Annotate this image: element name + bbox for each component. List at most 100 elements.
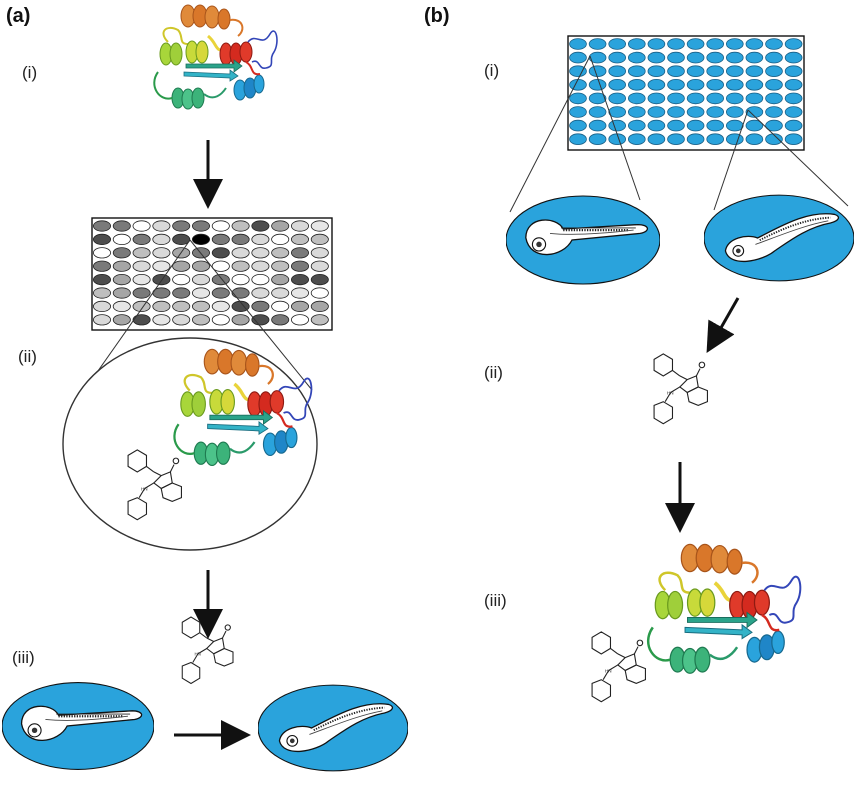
- well: [706, 38, 724, 50]
- well: [647, 133, 666, 146]
- well: [784, 51, 803, 64]
- well: [725, 133, 744, 146]
- well: [310, 220, 329, 232]
- well: [667, 65, 685, 77]
- panel-a-label: (a): [6, 5, 30, 27]
- well: [725, 51, 744, 64]
- well: [231, 300, 250, 312]
- zoom-line-b4: [747, 109, 849, 207]
- well: [667, 38, 685, 50]
- well: [627, 133, 646, 146]
- zoom-line-b1: [509, 55, 591, 213]
- well: [271, 260, 290, 272]
- well: [132, 287, 151, 299]
- well: [765, 79, 783, 91]
- well: [152, 233, 171, 245]
- well: [231, 260, 250, 272]
- panel-a-step-2-label: (ii): [18, 347, 37, 366]
- zoom-line-b2: [589, 55, 641, 201]
- well: [725, 92, 744, 105]
- well: [725, 79, 744, 91]
- well: [271, 287, 290, 299]
- well: [608, 79, 626, 91]
- well: [132, 247, 151, 259]
- well: [784, 133, 803, 146]
- well: [627, 65, 646, 77]
- well: [588, 119, 607, 132]
- well: [152, 314, 171, 326]
- well: [271, 273, 290, 286]
- well: [191, 273, 210, 286]
- well: [706, 92, 724, 105]
- well: [569, 38, 587, 50]
- well: [211, 314, 230, 326]
- well: [725, 38, 744, 50]
- well: [686, 92, 705, 105]
- well: [112, 233, 131, 245]
- well: [112, 314, 131, 326]
- well: [706, 79, 724, 91]
- well: [667, 133, 685, 146]
- well: [251, 233, 270, 245]
- well: [588, 106, 607, 118]
- well: [588, 79, 607, 91]
- well: [765, 106, 783, 118]
- well: [251, 287, 270, 299]
- well: [93, 273, 112, 286]
- well: [290, 247, 309, 259]
- well: [211, 233, 230, 245]
- well: [152, 300, 171, 312]
- well: [211, 260, 230, 272]
- well-plate-blue: [567, 35, 805, 151]
- well: [132, 233, 151, 245]
- well: [251, 300, 270, 312]
- well: [152, 273, 171, 286]
- well: [588, 65, 607, 77]
- well: [627, 79, 646, 91]
- well: [112, 247, 131, 259]
- well: [251, 260, 270, 272]
- well: [725, 119, 744, 132]
- well: [172, 220, 191, 232]
- well: [172, 300, 191, 312]
- well: [569, 51, 587, 64]
- well: [191, 300, 210, 312]
- well: [647, 38, 666, 50]
- well: [608, 119, 626, 132]
- well: [706, 119, 724, 132]
- panel-b-step-2-label: (ii): [484, 363, 503, 382]
- well: [112, 260, 131, 272]
- well: [588, 38, 607, 50]
- well: [765, 119, 783, 132]
- well: [231, 247, 250, 259]
- well: [667, 79, 685, 91]
- well: [569, 92, 587, 105]
- zoom-line-b3: [713, 109, 749, 211]
- well: [667, 51, 685, 64]
- well: [569, 106, 587, 118]
- zebrafish-embryo-normal-icon: [2, 681, 154, 771]
- well: [93, 300, 112, 312]
- well: [231, 287, 250, 299]
- well: [152, 260, 171, 272]
- well: [271, 300, 290, 312]
- well: [132, 300, 151, 312]
- well: [172, 287, 191, 299]
- well: [647, 119, 666, 132]
- well: [112, 220, 131, 232]
- well: [745, 65, 764, 77]
- well: [627, 38, 646, 50]
- well: [290, 260, 309, 272]
- well: [686, 133, 705, 146]
- well: [784, 65, 803, 77]
- panel-a: (a) (i) (ii) (iii): [2, 3, 408, 773]
- well: [647, 79, 666, 91]
- well: [765, 65, 783, 77]
- well-plate-grey: [91, 217, 333, 331]
- well: [647, 106, 666, 118]
- panel-a-step-1-label: (i): [22, 63, 37, 82]
- well: [290, 273, 309, 286]
- well: [251, 247, 270, 259]
- well: [745, 79, 764, 91]
